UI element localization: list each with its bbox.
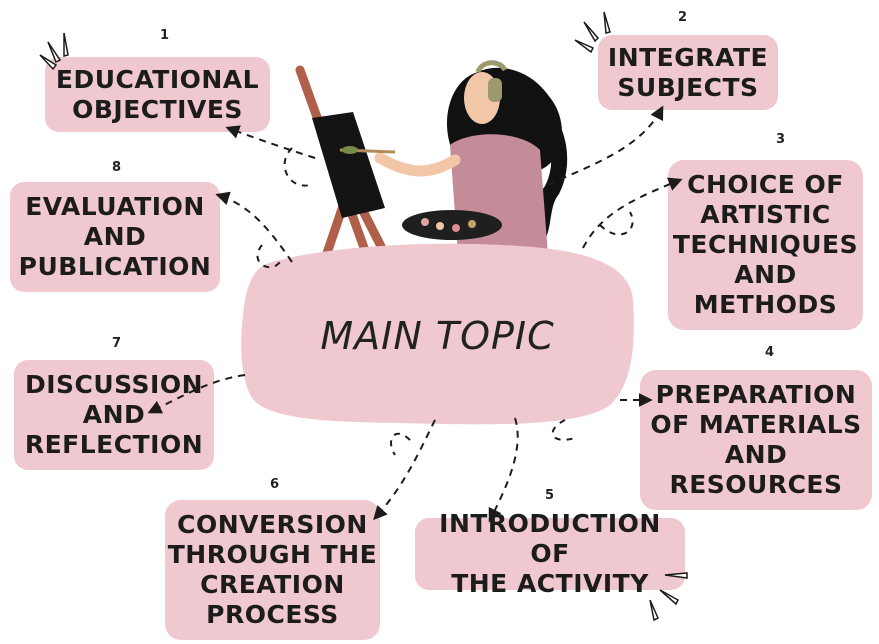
node-label-preparation-materials: PREPARATION OF MATERIALS AND RESOURCES (650, 380, 862, 499)
connector-loops (256, 147, 634, 456)
node-label-discussion-reflection: DISCUSSION AND REFLECTION (24, 370, 204, 459)
main-topic: MAIN TOPIC (320, 313, 555, 358)
connector-lines (147, 105, 683, 523)
node-number-4: 4 (765, 345, 775, 360)
node-number-6: 6 (270, 477, 280, 492)
node-number-8: 8 (112, 160, 122, 175)
node-label-educational-objectives: EDUCATIONAL OBJECTIVES (55, 64, 260, 124)
main-topic-shape (241, 243, 634, 425)
node-number-5: 5 (545, 488, 555, 503)
node-label-conversion-creation: CONVERSION THROUGH THE CREATION PROCESS (167, 510, 378, 629)
sparkle-icon (39, 11, 688, 622)
painter-illustration (295, 60, 568, 275)
node-label-integrate-subjects: INTEGRATE SUBJECTS (607, 42, 769, 102)
node-label-evaluation-publication: EVALUATION AND PUBLICATION (18, 192, 212, 281)
node-number-3: 3 (776, 132, 786, 147)
node-number-2: 2 (678, 10, 688, 25)
node-number-7: 7 (112, 336, 122, 351)
node-backgrounds (10, 35, 872, 640)
node-label-choice-of-techniques: CHOICE OF ARTISTIC TECHNIQUES AND METHOD… (672, 170, 859, 319)
node-label-introduction-activity: INTRODUCTION OF THE ACTIVITY (439, 509, 661, 598)
node-number-1: 1 (160, 28, 170, 43)
